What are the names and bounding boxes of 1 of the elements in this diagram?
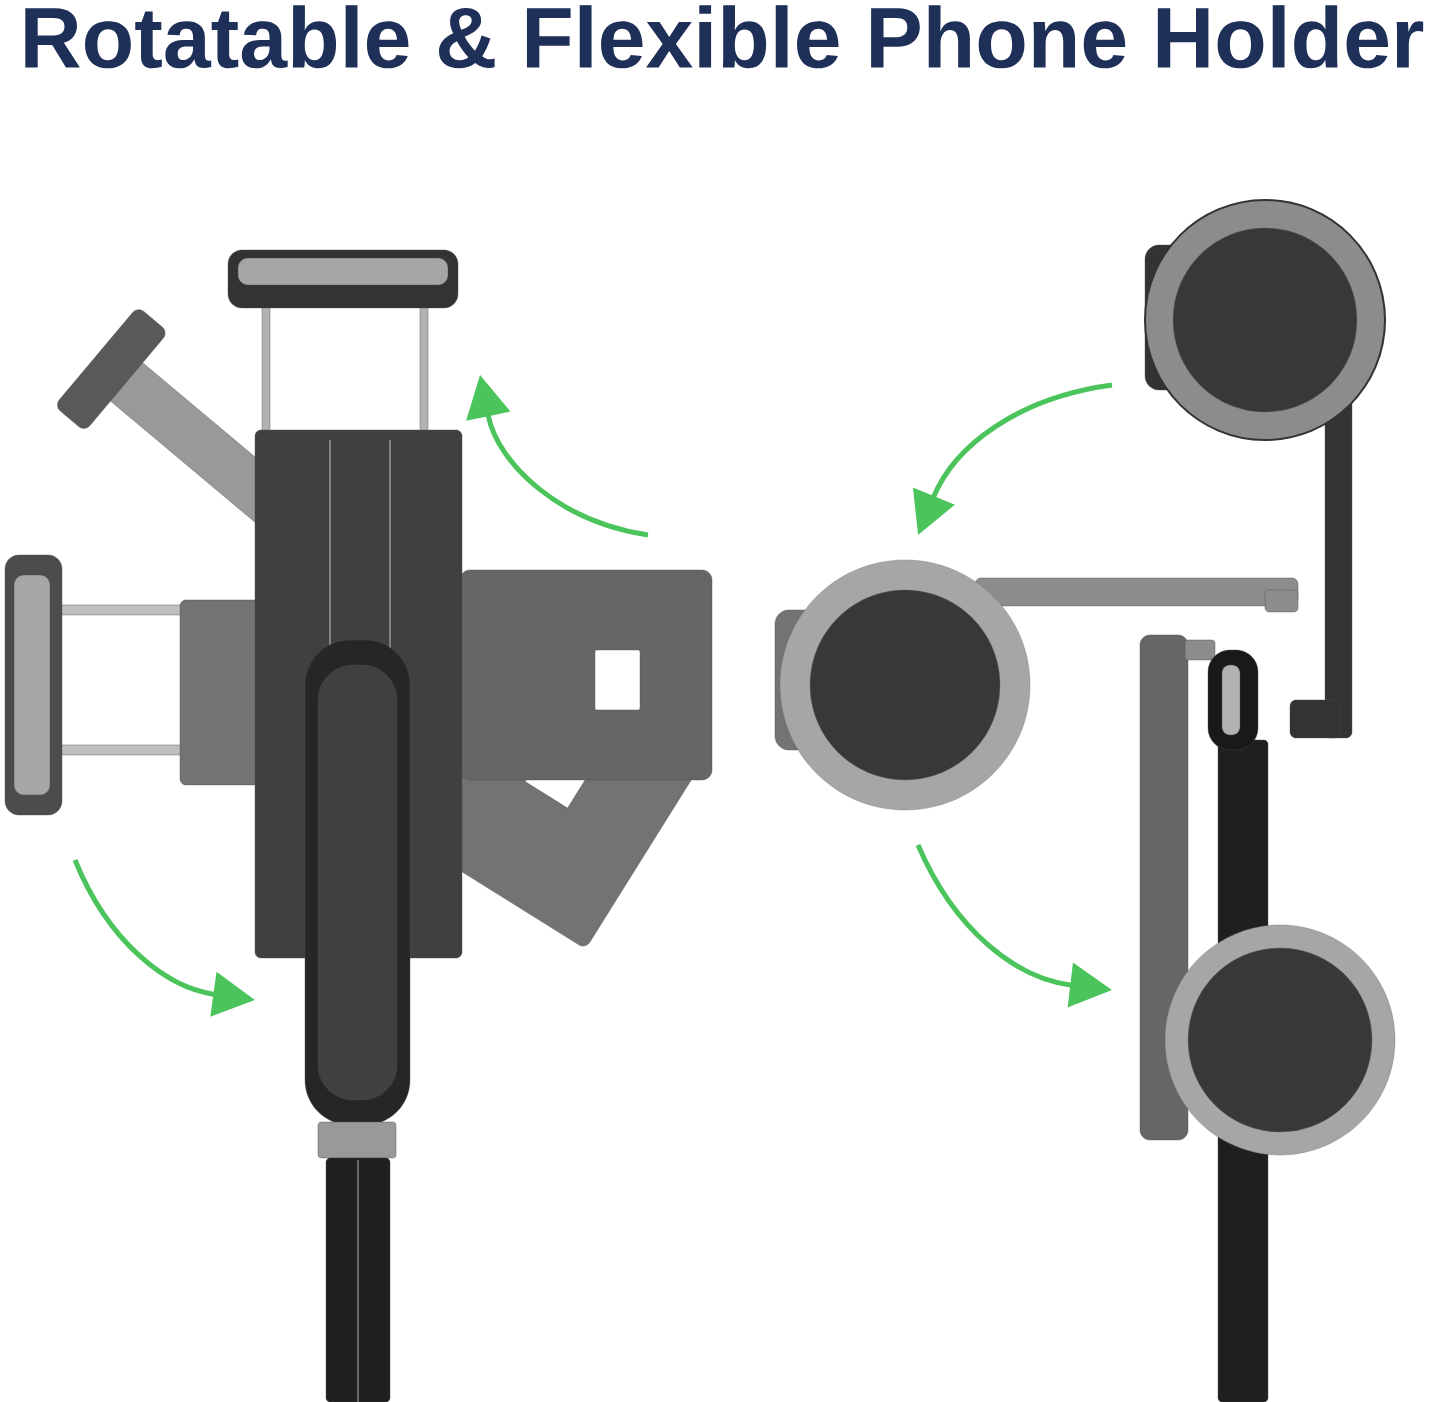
title: Rotatable & Flexible Phone Holder (25, 5, 1424, 69)
